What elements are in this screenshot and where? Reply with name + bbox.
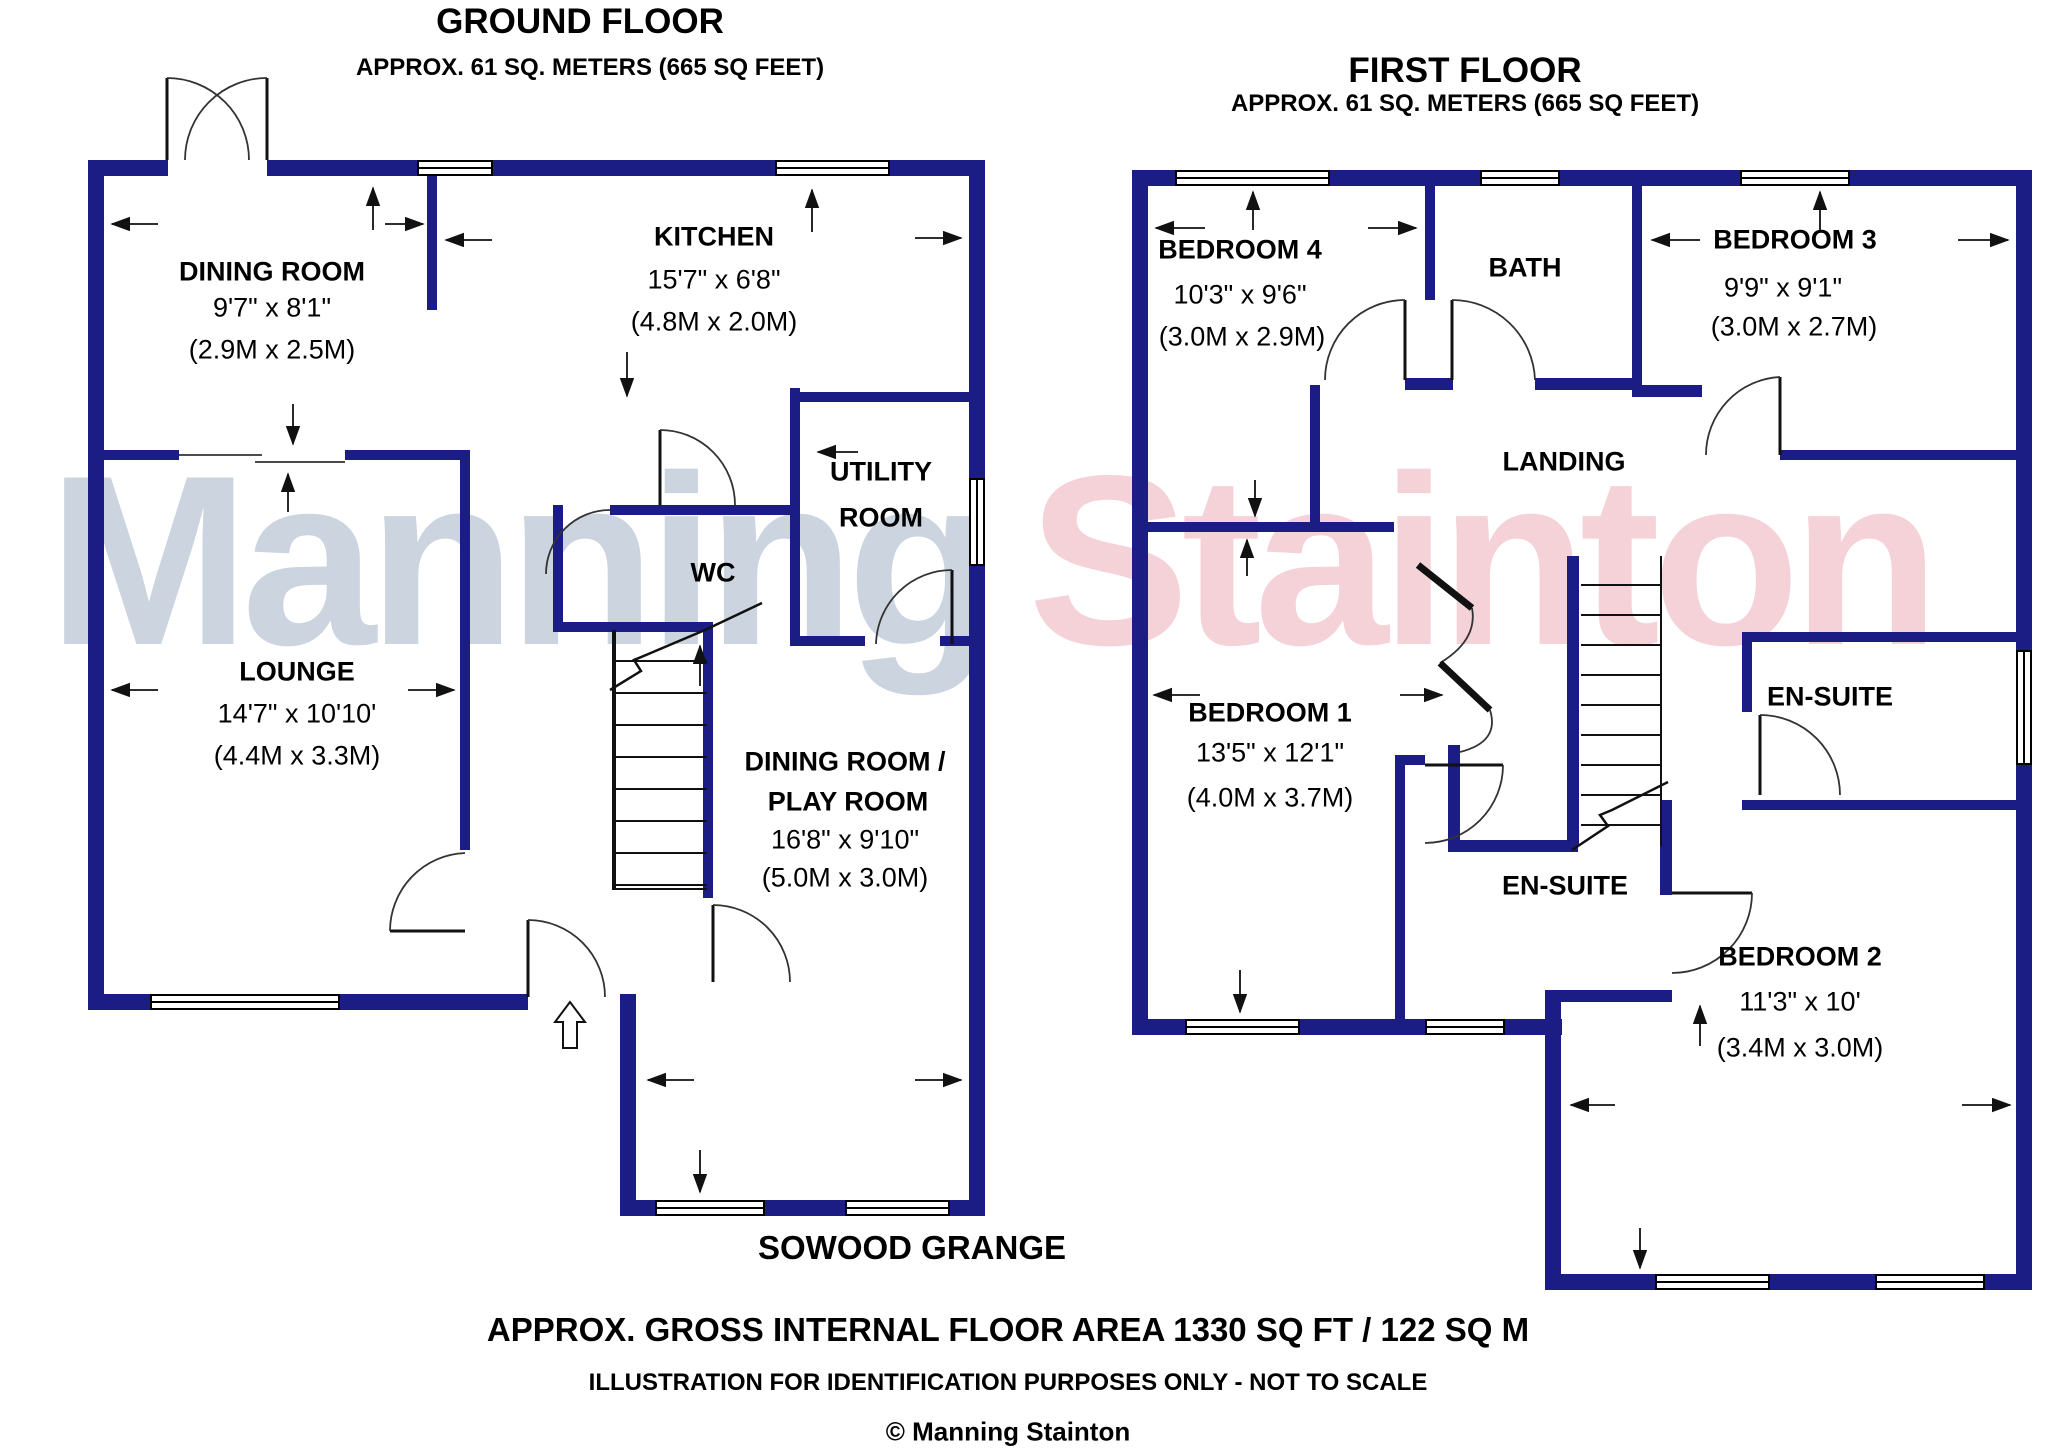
room-label-lounge: LOUNGE: [239, 656, 355, 687]
wall: [610, 505, 790, 515]
room-label-bedroom1: BEDROOM 1: [1188, 697, 1352, 728]
wall: [1448, 840, 1578, 852]
wall: [1395, 755, 1405, 1019]
wall: [1545, 990, 1672, 1002]
wall: [1742, 632, 2016, 642]
room-dims-metric: (5.0M x 3.0M): [761, 862, 929, 893]
window: [969, 478, 985, 566]
room-label-playroom-line1: DINING ROOM /: [744, 746, 946, 777]
room-label-landing: LANDING: [1502, 446, 1626, 477]
window: [2016, 650, 2032, 765]
wall: [620, 994, 636, 1216]
disclaimer-line: ILLUSTRATION FOR IDENTIFICATION PURPOSES…: [588, 1369, 1428, 1396]
room-dims-imperial: 16'8" x 9'10": [770, 824, 920, 855]
room-dims-imperial: 10'3" x 9'6": [1173, 279, 1307, 310]
window: [1655, 1274, 1770, 1290]
copyright-line: © Manning Stainton: [885, 1416, 1131, 1447]
room-label-utility-line1: UTILITY: [830, 456, 932, 487]
room-dims-metric: (3.0M x 2.7M): [1710, 311, 1878, 342]
wall: [1132, 522, 1394, 532]
wall: [790, 388, 800, 642]
first-floor-subtitle: APPROX. 61 SQ. METERS (665 SQ FEET): [1230, 90, 1700, 117]
staircase: [1581, 556, 1662, 846]
room-dims-metric: (4.8M x 2.0M): [630, 306, 798, 337]
wall: [1425, 186, 1435, 300]
wall: [1310, 385, 1320, 532]
window: [1740, 170, 1850, 186]
watermark-manning: Manning: [48, 426, 995, 696]
window: [1875, 1274, 1985, 1290]
wall: [1567, 556, 1579, 846]
room-dims-imperial: 14'7" x 10'10': [217, 698, 377, 729]
wall: [1632, 186, 1642, 392]
room-dims-imperial: 9'9" x 9'1": [1723, 272, 1843, 303]
property-name: SOWOOD GRANGE: [757, 1229, 1067, 1266]
room-dims-imperial: 9'7" x 8'1": [212, 292, 332, 323]
wall: [940, 636, 985, 646]
ground-floor-subtitle: APPROX. 61 SQ. METERS (665 SQ FEET): [355, 54, 825, 81]
wall: [460, 450, 470, 850]
wall: [1742, 632, 1752, 712]
window: [775, 160, 890, 176]
room-dims-metric: (2.9M x 2.5M): [188, 334, 356, 365]
room-dims-imperial: 13'5" x 12'1": [1195, 737, 1345, 768]
wall: [88, 160, 168, 176]
wall: [553, 505, 563, 632]
staircase: [612, 630, 707, 890]
window: [417, 160, 493, 176]
room-label-playroom-line2: PLAY ROOM: [767, 786, 929, 817]
room-dims-imperial: 11'3" x 10': [1739, 986, 1861, 1017]
window: [655, 1200, 765, 1216]
room-dims-metric: (3.0M x 2.9M): [1158, 321, 1326, 352]
window: [1185, 1019, 1300, 1035]
room-dims-metric: (4.4M x 3.3M): [213, 740, 381, 771]
gross-area-line: APPROX. GROSS INTERNAL FLOOR AREA 1330 S…: [486, 1311, 1530, 1348]
wall: [1535, 378, 1632, 390]
wall: [1405, 378, 1453, 390]
watermark-stainton: Stainton: [1028, 426, 1940, 696]
room-dims-metric: (4.0M x 3.7M): [1186, 782, 1354, 813]
wall: [790, 636, 865, 646]
room-label-ensuite-lower: EN-SUITE: [1501, 870, 1629, 901]
window: [1425, 1019, 1505, 1035]
room-label-bedroom4: BEDROOM 4: [1158, 234, 1322, 265]
dimension-arrows: [110, 186, 2012, 1270]
wall: [104, 450, 179, 460]
wall: [790, 392, 985, 402]
wall: [1632, 385, 1702, 397]
room-label-bedroom2: BEDROOM 2: [1718, 941, 1882, 972]
room-label-bath: BATH: [1488, 252, 1562, 283]
first-floor-title: FIRST FLOOR: [1348, 51, 1582, 90]
wall: [1448, 745, 1460, 852]
wall: [1742, 800, 2016, 810]
wall: [1395, 755, 1425, 765]
ground-floor-title: GROUND FLOOR: [436, 2, 724, 41]
room-label-ensuite-right: EN-SUITE: [1766, 681, 1894, 712]
wall: [1780, 450, 2016, 460]
room-dims-imperial: 15'7" x 6'8": [647, 264, 781, 295]
window: [845, 1200, 950, 1216]
wall: [1545, 990, 1561, 1290]
room-label-dining: DINING ROOM: [179, 256, 365, 287]
wall: [345, 450, 470, 460]
wall: [427, 176, 437, 310]
wall: [88, 160, 104, 1010]
room-label-wc: WC: [690, 557, 736, 588]
window: [150, 994, 340, 1010]
wall: [969, 160, 985, 1216]
entrance-arrow-icon: [553, 1000, 587, 1049]
wall: [1132, 170, 1148, 1035]
window: [1480, 170, 1560, 186]
room-label-kitchen: KITCHEN: [654, 221, 774, 252]
wall: [703, 622, 713, 898]
window: [1175, 170, 1330, 186]
room-dims-metric: (3.4M x 3.0M): [1716, 1032, 1884, 1063]
room-label-utility-line2: ROOM: [839, 502, 923, 533]
room-label-bedroom3: BEDROOM 3: [1713, 224, 1877, 255]
